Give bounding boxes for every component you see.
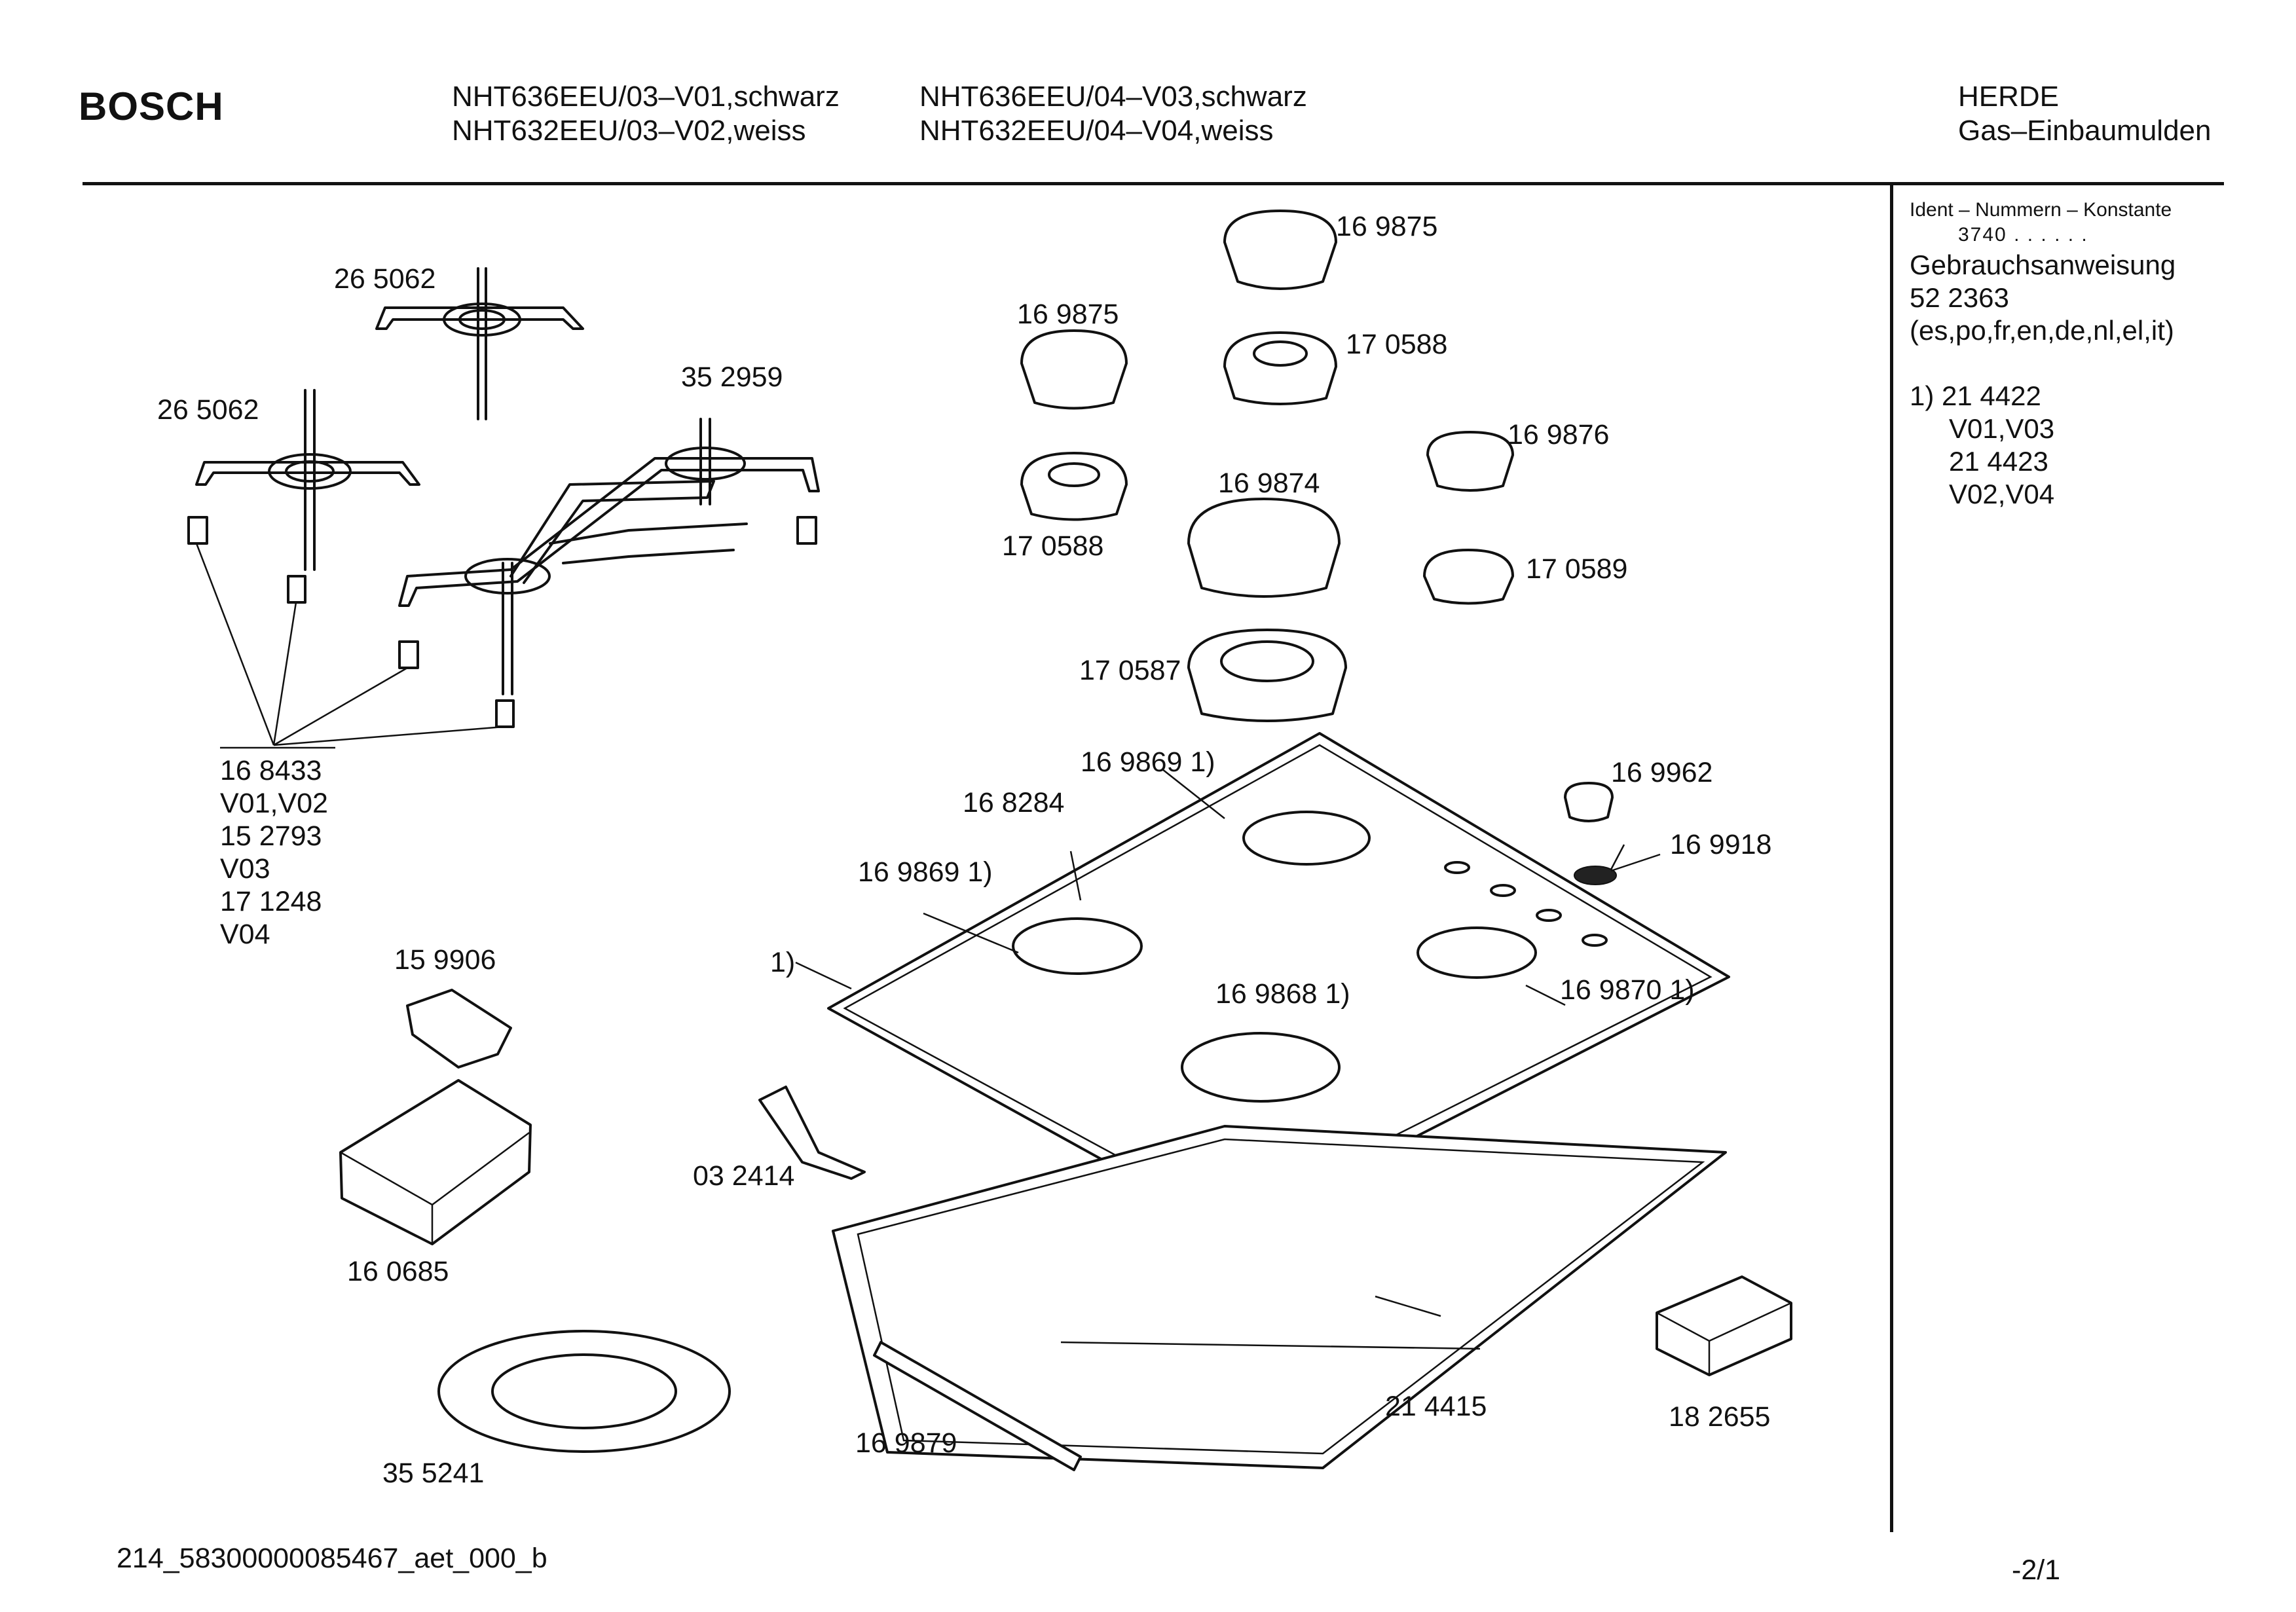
seal-strip — [873, 1341, 1082, 1471]
note-line: V02,V04 — [1949, 479, 2055, 509]
part-label: 16 9869 1) — [1081, 746, 1215, 778]
category-line: HERDE — [1958, 81, 2060, 113]
header-rule — [83, 182, 2224, 185]
model-line: NHT632EEU/03–V02,weiss — [452, 115, 806, 147]
part-label: 16 0685 — [347, 1256, 449, 1287]
page-number: -2/1 — [2012, 1554, 2061, 1586]
part-label: 16 9875 — [1017, 299, 1119, 330]
part-label: 35 2959 — [681, 361, 783, 393]
model-line: NHT632EEU/04–V04,weiss — [919, 115, 1274, 147]
document-id: 214_58300000085467_aet_000_b — [117, 1543, 547, 1574]
clip-legend-line: V04 — [220, 919, 270, 950]
part-label: 17 0589 — [1526, 553, 1628, 585]
pan-support-clips — [187, 516, 817, 749]
part-label: 18 2655 — [1669, 1401, 1771, 1433]
model-list-left: NHT636EEU/03–V01,schwarz NHT632EEU/03–V0… — [452, 80, 840, 148]
part-label: 16 9879 — [855, 1427, 957, 1459]
knob-and-seal — [1564, 782, 1617, 885]
cooktop-top-panel — [827, 732, 1730, 1232]
leader-lines — [795, 769, 1661, 1006]
clip-legend-line: 17 1248 — [220, 886, 322, 917]
brand-logo: BOSCH — [79, 84, 224, 128]
part-label: 17 0588 — [1346, 329, 1448, 360]
clip-legend-line: V03 — [220, 853, 270, 885]
part-label: 21 4415 — [1385, 1391, 1487, 1422]
part-label: 17 0588 — [1002, 530, 1104, 562]
housing-box — [339, 1079, 532, 1245]
part-label: 1) — [770, 947, 796, 978]
ident-title: Ident – Nummern – Konstante — [1910, 199, 2172, 221]
category-block: HERDE Gas–Einbaumulden — [1958, 80, 2211, 148]
bracket — [758, 1086, 866, 1180]
cooktop-base-tray — [832, 1125, 1727, 1469]
exploded-parts-drawing — [187, 210, 1792, 1471]
part-label: 26 5062 — [334, 263, 436, 295]
note-line: V01,V03 — [1949, 413, 2055, 444]
part-label: 16 9869 1) — [858, 856, 993, 888]
part-label: 16 8284 — [963, 787, 1065, 818]
part-label: 16 9874 — [1218, 467, 1320, 499]
part-label: 16 9870 1) — [1560, 974, 1695, 1006]
manual-languages: (es,po,fr,en,de,nl,el,it) — [1910, 315, 2174, 346]
pan-support-large — [398, 418, 820, 695]
part-label: 15 9906 — [394, 944, 496, 976]
part-label: 35 5241 — [382, 1457, 485, 1489]
part-label: 16 9918 — [1670, 829, 1772, 860]
seal-ring — [437, 1330, 731, 1453]
part-label: 16 9876 — [1508, 419, 1610, 450]
model-list-right: NHT636EEU/04–V03,schwarz NHT632EEU/04–V0… — [919, 80, 1307, 148]
ident-code: 3740 . . . . . . — [1958, 224, 2088, 246]
clip-legend-line: 16 8433 — [220, 755, 322, 786]
part-label: 16 9962 — [1611, 757, 1713, 788]
part-label: 26 5062 — [157, 394, 259, 426]
model-line: NHT636EEU/04–V03,schwarz — [919, 81, 1307, 113]
note-line: 1) 21 4422 — [1910, 380, 2041, 411]
manual-label: Gebrauchsanweisung — [1910, 249, 2176, 280]
clip-legend-line: V01,V02 — [220, 788, 328, 819]
clip-legend: 16 8433 V01,V02 15 2793 V03 17 1248 V04 — [220, 754, 328, 951]
model-line: NHT636EEU/03–V01,schwarz — [452, 81, 840, 113]
part-label: 03 2414 — [693, 1160, 795, 1192]
part-label: 17 0587 — [1079, 655, 1181, 686]
part-label: 16 9875 — [1336, 211, 1438, 242]
note-line: 21 4423 — [1949, 446, 2048, 477]
part-label: 16 9868 1) — [1215, 978, 1350, 1010]
manual-number: 52 2363 — [1910, 282, 2009, 313]
category-line: Gas–Einbaumulden — [1958, 115, 2212, 147]
pan-support-small-left — [195, 389, 420, 571]
pan-support-small-top — [375, 267, 584, 420]
burner-parts — [1020, 210, 1514, 722]
side-panel-divider — [1890, 185, 1893, 1532]
ignition-module — [406, 989, 512, 1069]
gas-connector-box — [1656, 1275, 1792, 1376]
clip-legend-line: 15 2793 — [220, 820, 322, 852]
